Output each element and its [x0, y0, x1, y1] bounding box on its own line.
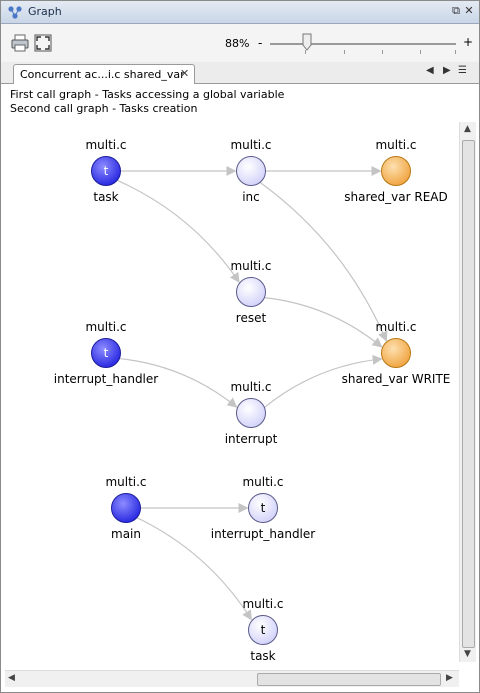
node-write[interactable]: multi.c shared_var WRITE: [342, 320, 451, 386]
tab-label: Concurrent ac...i.c shared_var: [20, 68, 185, 81]
node-name-label: interrupt_handler: [211, 527, 316, 541]
task-glyph: t: [104, 346, 109, 360]
node-file-label: multi.c: [85, 138, 126, 152]
task-glyph: t: [261, 501, 266, 515]
edge-inc-to-write: [259, 181, 388, 342]
call-graph-canvas[interactable]: multi.c t task multi.c inc multi.c shared_var …: [1, 84, 459, 674]
tab-close-icon[interactable]: ✕: [180, 67, 190, 80]
zoom-value: 88%: [225, 37, 250, 50]
node-ih2[interactable]: multi.c t interrupt_handler: [211, 475, 316, 541]
zoom-slider-thumb[interactable]: [302, 33, 312, 51]
slider-tick: [305, 50, 306, 54]
node-reset[interactable]: multi.c reset: [230, 259, 271, 325]
function-node-circle[interactable]: [236, 156, 266, 186]
tab-bar: Concurrent ac...i.c shared_var ✕: [1, 62, 479, 84]
slider-tick: [382, 50, 383, 54]
node-task1[interactable]: multi.c t task: [85, 138, 126, 204]
description-line-2: Second call graph - Tasks creation: [10, 102, 198, 115]
node-interrupt[interactable]: multi.c interrupt: [225, 380, 278, 446]
node-main[interactable]: multi.c main: [105, 475, 146, 541]
node-name-label: inc: [242, 190, 260, 204]
description-line-1: First call graph - Tasks accessing a glo…: [10, 88, 285, 101]
graph-icon: [8, 6, 22, 19]
scroll-right-icon[interactable]: ▶: [446, 673, 453, 683]
horizontal-scroll-thumb[interactable]: [257, 673, 441, 686]
slider-tick: [344, 50, 345, 54]
task-glyph: t: [104, 164, 109, 178]
node-file-label: multi.c: [105, 475, 146, 489]
scroll-left-icon[interactable]: ◀: [8, 673, 15, 683]
zoom-out-button[interactable]: -: [258, 36, 263, 50]
fit-to-window-icon[interactable]: [33, 33, 53, 53]
edge-task1-to-reset: [116, 179, 240, 283]
function-node-circle[interactable]: [248, 493, 278, 523]
scroll-down-icon[interactable]: ▼: [464, 649, 471, 659]
scroll-up-icon[interactable]: ▲: [464, 124, 471, 134]
node-inc[interactable]: multi.c inc: [230, 138, 271, 204]
node-file-label: multi.c: [242, 597, 283, 611]
function-node-circle[interactable]: [236, 398, 266, 428]
variable-node-circle[interactable]: [381, 338, 411, 368]
node-name-label: task: [250, 649, 275, 663]
tab-concurrent-access[interactable]: Concurrent ac...i.c shared_var ✕: [13, 64, 195, 84]
node-name-label: interrupt_handler: [54, 372, 159, 386]
node-read[interactable]: multi.c shared_var READ: [344, 138, 447, 204]
slider-tick: [420, 50, 421, 54]
node-ih1[interactable]: multi.c t interrupt_handler: [54, 320, 159, 386]
vertical-scrollbar[interactable]: ▲ ▼: [459, 122, 476, 662]
function-node-circle[interactable]: [248, 615, 278, 645]
node-name-label: interrupt: [225, 432, 278, 446]
tab-list-icon[interactable]: ☰: [458, 65, 467, 76]
node-file-label: multi.c: [230, 138, 271, 152]
close-icon[interactable]: ✕: [464, 4, 474, 17]
toolbar: 88% - +: [1, 24, 479, 62]
task-node-circle[interactable]: [91, 156, 121, 186]
node-name-label: task: [93, 190, 118, 204]
window-title: Graph: [28, 5, 62, 18]
node-file-label: multi.c: [242, 475, 283, 489]
tab-scroll-left-icon[interactable]: ◀: [426, 65, 434, 76]
edge-main-to-task2: [136, 517, 252, 621]
slider-tick: [455, 50, 456, 54]
zoom-slider-track[interactable]: [270, 43, 456, 45]
title-bar[interactable]: Graph ⧉ ✕: [1, 1, 479, 24]
node-name-label: shared_var WRITE: [342, 372, 451, 386]
edge-ih1-to-interrupt: [119, 357, 238, 408]
edge-interrupt-to-write: [264, 354, 383, 408]
task-node-circle[interactable]: [91, 338, 121, 368]
function-node-circle[interactable]: [236, 277, 266, 307]
node-file-label: multi.c: [230, 259, 271, 273]
node-task2[interactable]: multi.c t task: [242, 597, 283, 663]
zoom-in-button[interactable]: +: [463, 35, 474, 49]
tab-scroll-right-icon[interactable]: ▶: [443, 65, 451, 76]
node-name-label: shared_var READ: [344, 190, 447, 204]
node-file-label: multi.c: [230, 380, 271, 394]
node-name-label: main: [111, 527, 141, 541]
task-glyph: t: [261, 623, 266, 637]
vertical-scroll-thumb[interactable]: [462, 140, 475, 648]
restore-icon[interactable]: ⧉: [452, 4, 460, 17]
node-name-label: reset: [236, 311, 267, 325]
main-node-circle[interactable]: [111, 493, 141, 523]
node-file-label: multi.c: [375, 320, 416, 334]
node-file-label: multi.c: [85, 320, 126, 334]
edge-reset-to-write: [264, 297, 383, 348]
printer-icon[interactable]: [10, 33, 30, 53]
horizontal-scrollbar[interactable]: ◀ ▶: [5, 670, 459, 687]
graph-view: First call graph - Tasks accessing a glo…: [1, 84, 479, 692]
node-file-label: multi.c: [375, 138, 416, 152]
variable-node-circle[interactable]: [381, 156, 411, 186]
